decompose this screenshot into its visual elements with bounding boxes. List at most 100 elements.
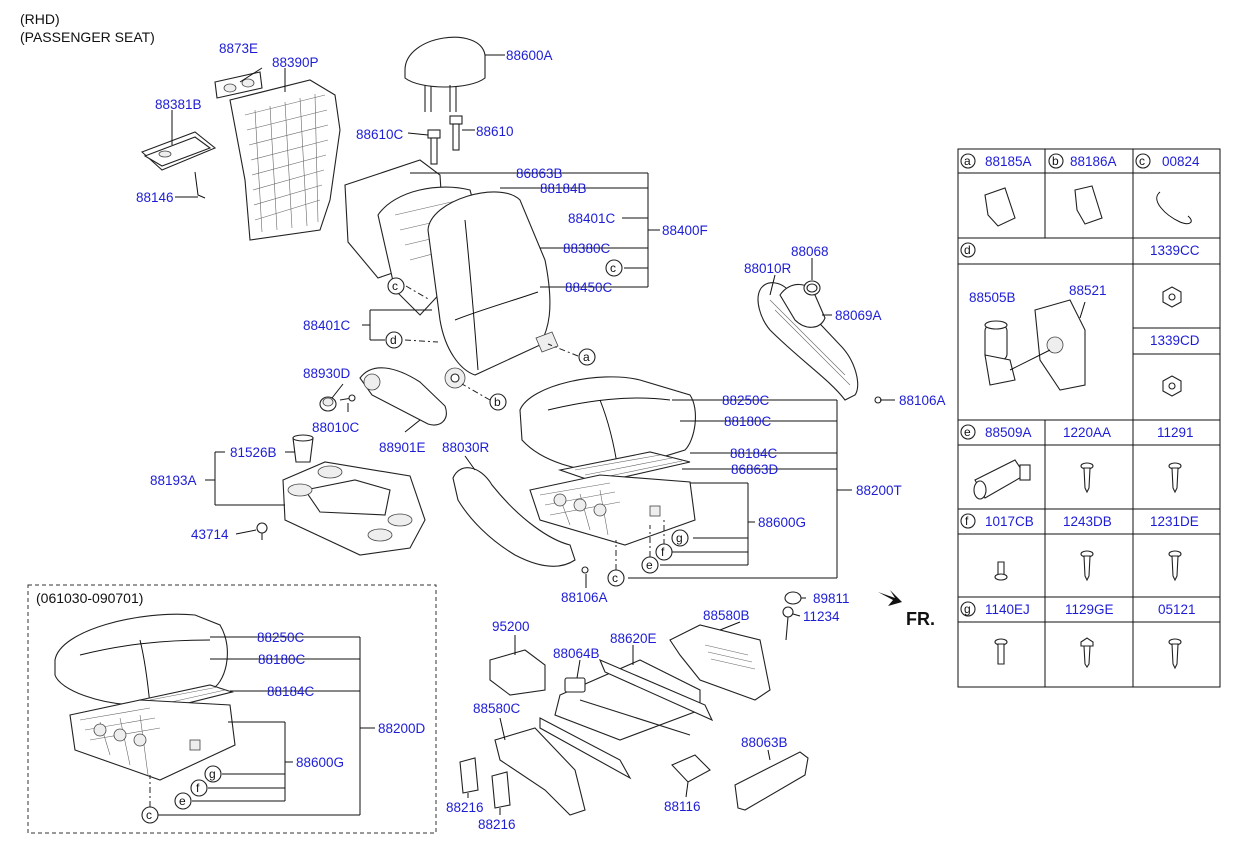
label-88380C: 88380C [563, 241, 611, 256]
table-d-letter: d [964, 243, 971, 257]
clip-88186A-icon [1074, 185, 1103, 225]
label-8873E: 8873E [219, 41, 258, 56]
tray-88193A [282, 461, 426, 556]
label-43714: 43714 [191, 527, 229, 542]
label-88064B: 88064B [553, 646, 600, 661]
inset-label-88180C: 88180C [258, 652, 306, 667]
inset-label-88250C: 88250C [257, 630, 305, 645]
inset-label-88184C: 88184C [267, 684, 315, 699]
label-88030R: 88030R [442, 440, 490, 455]
table-88521: 88521 [1069, 283, 1107, 298]
table-row-1: a 88185A b 88186A c 00824 [960, 153, 1200, 227]
bolt-11234 [782, 606, 794, 641]
bolt-1129GE-icon [1080, 637, 1094, 668]
table-g-letter: g [964, 602, 971, 616]
header-rhd: (RHD) [20, 11, 60, 27]
label-88400F: 88400F [662, 223, 708, 238]
screw-1243DB-icon [1080, 550, 1094, 582]
inset-callout-e: e [179, 794, 186, 808]
table-1243DB: 1243DB [1063, 514, 1112, 529]
screw-11291-icon [1168, 462, 1182, 494]
callout-c-3: c [612, 571, 618, 585]
wire-88146 [194, 171, 206, 199]
cushion-frame-88600G [529, 474, 696, 546]
motor-88509A-icon [973, 459, 1031, 500]
callout-e-1: e [646, 558, 653, 572]
label-88193A: 88193A [150, 473, 197, 488]
bracket-95200 [489, 649, 546, 696]
label-88610C: 88610C [356, 127, 404, 142]
callout-c-2: c [610, 261, 616, 275]
label-86863B: 86863B [516, 166, 563, 181]
seatback-frame-88390P [229, 79, 341, 241]
label-11234: 11234 [803, 609, 840, 624]
inset-box [27, 584, 437, 834]
label-89811: 89811 [813, 591, 850, 606]
callout-f-1: f [661, 545, 665, 559]
table-f-letter: f [965, 514, 969, 528]
leader-lines [171, 54, 895, 815]
table-row-2: d 1339CC 88505B 88521 1339CD [960, 242, 1200, 397]
armrest-88901E [359, 367, 447, 426]
label-81526B: 81526B [230, 445, 277, 460]
label-88600G: 88600G [758, 515, 806, 530]
table-88185A: 88185A [985, 154, 1032, 169]
guide-88610 [449, 115, 463, 151]
inset-callouts: g f e c [141, 765, 222, 824]
table-00824: 00824 [1162, 154, 1200, 169]
label-88146: 88146 [136, 190, 174, 205]
inset-callout-g: g [209, 767, 216, 781]
label-88069A: 88069A [835, 308, 882, 323]
table-1129GE: 1129GE [1065, 602, 1114, 617]
front-arrow-icon [878, 590, 902, 606]
label-88068: 88068 [791, 244, 829, 259]
rivet-1017CB-icon [994, 561, 1008, 581]
label-88216-b: 88216 [478, 817, 516, 832]
label-88580B: 88580B [703, 608, 750, 623]
fr-label: FR. [906, 609, 935, 629]
inset-cushion-cover [54, 613, 228, 706]
motor-88505B-icon [984, 299, 1086, 391]
table-row-3: e 88509A 1220AA 11291 [960, 424, 1194, 500]
label-88401C-b: 88401C [303, 318, 351, 333]
bracket-88116 [671, 754, 711, 783]
knob-88930D [319, 396, 337, 412]
cover-88580C [494, 727, 586, 816]
back-cover-88380C [427, 191, 551, 376]
pocket-88381B [140, 131, 217, 171]
ring-88068 [803, 280, 821, 296]
label-88200T: 88200T [856, 483, 902, 498]
grip-8873E [214, 71, 263, 99]
table-row-4: f 1017CB 1243DB 1231DE [960, 513, 1199, 582]
cup-81526B [292, 434, 314, 463]
label-88184C: 88184C [730, 446, 778, 461]
side-cover-88010R [757, 282, 859, 401]
label-88930D: 88930D [303, 366, 351, 381]
inset-callout-c: c [146, 808, 152, 822]
nut-1339CC-icon [1162, 286, 1182, 308]
callout-a-1: a [583, 350, 590, 364]
clip-88185A-icon [984, 187, 1016, 227]
header-passenger-seat: (PASSENGER SEAT) [20, 29, 155, 45]
label-88381B: 88381B [155, 97, 202, 112]
label-88106A-a: 88106A [899, 393, 946, 408]
screw-1231DE-icon [1168, 550, 1182, 582]
cushion-cover-88250C [519, 376, 696, 472]
label-88010C: 88010C [312, 420, 360, 435]
label-88216-a: 88216 [446, 800, 484, 815]
cover-88063B [734, 751, 809, 811]
recliner-left [444, 367, 466, 389]
table-1231DE: 1231DE [1150, 514, 1199, 529]
rail-88620E [539, 658, 714, 780]
inset-callout-f: f [196, 781, 200, 795]
callout-g-1: g [676, 531, 683, 545]
part-labels: 8873E 88390P 88381B 88146 88600A 88610C … [136, 41, 946, 832]
table-1017CB: 1017CB [985, 514, 1034, 529]
label-88620E: 88620E [610, 631, 657, 646]
table-88509A: 88509A [985, 425, 1032, 440]
inset-label-88200D: 88200D [378, 721, 426, 736]
screw-88106A-lower [581, 566, 589, 574]
guide-88610C [427, 129, 441, 165]
label-88184B: 88184B [540, 181, 587, 196]
